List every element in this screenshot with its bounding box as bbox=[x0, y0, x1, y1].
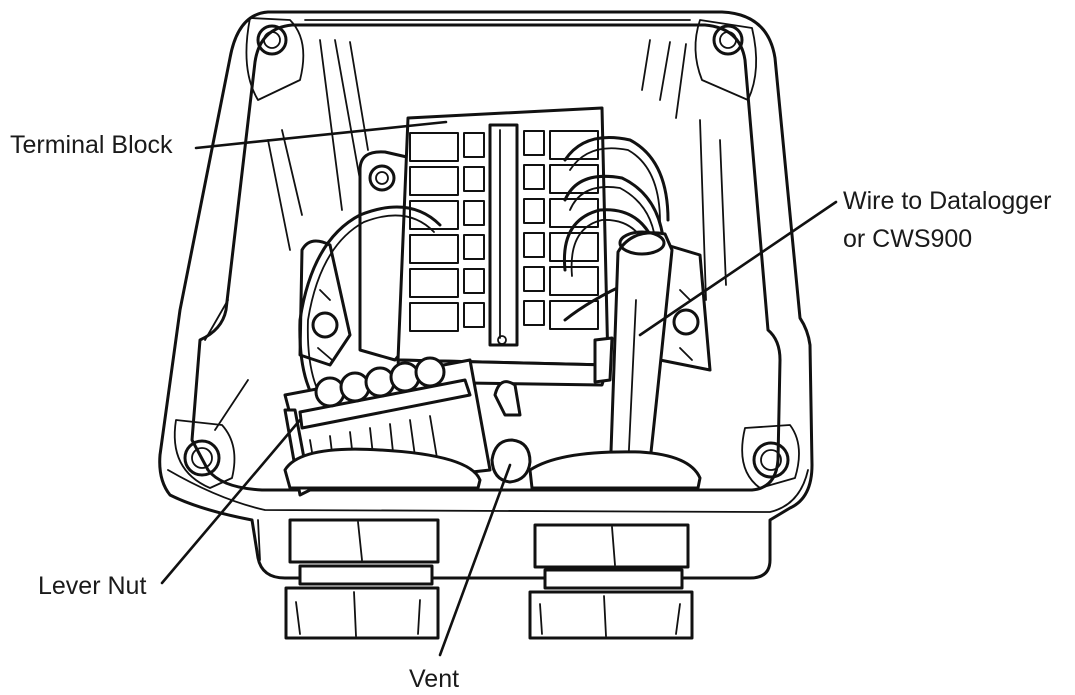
leader-lines bbox=[160, 120, 838, 657]
lever-nut-leader bbox=[160, 418, 302, 585]
terminal-rows-left bbox=[409, 132, 485, 332]
label-lever-nut: Lever Nut bbox=[38, 572, 147, 600]
label-terminal-block: Terminal Block bbox=[10, 131, 173, 159]
cable-gland-bases bbox=[283, 380, 702, 490]
vent-leader bbox=[438, 463, 512, 657]
terminal-block bbox=[396, 106, 614, 387]
label-vent: Vent bbox=[409, 665, 460, 693]
wire-leader bbox=[638, 200, 838, 337]
cable bbox=[608, 230, 674, 482]
terminal-block-leader bbox=[194, 120, 448, 150]
cable-glands bbox=[284, 518, 694, 640]
mounting-holes bbox=[173, 17, 800, 489]
wall-hatching bbox=[204, 39, 727, 431]
label-wire-line1: Wire to Datalogger bbox=[843, 187, 1052, 215]
vent bbox=[490, 438, 532, 484]
terminal-rows-right bbox=[523, 130, 599, 330]
label-wire-line2: or CWS900 bbox=[843, 225, 973, 253]
